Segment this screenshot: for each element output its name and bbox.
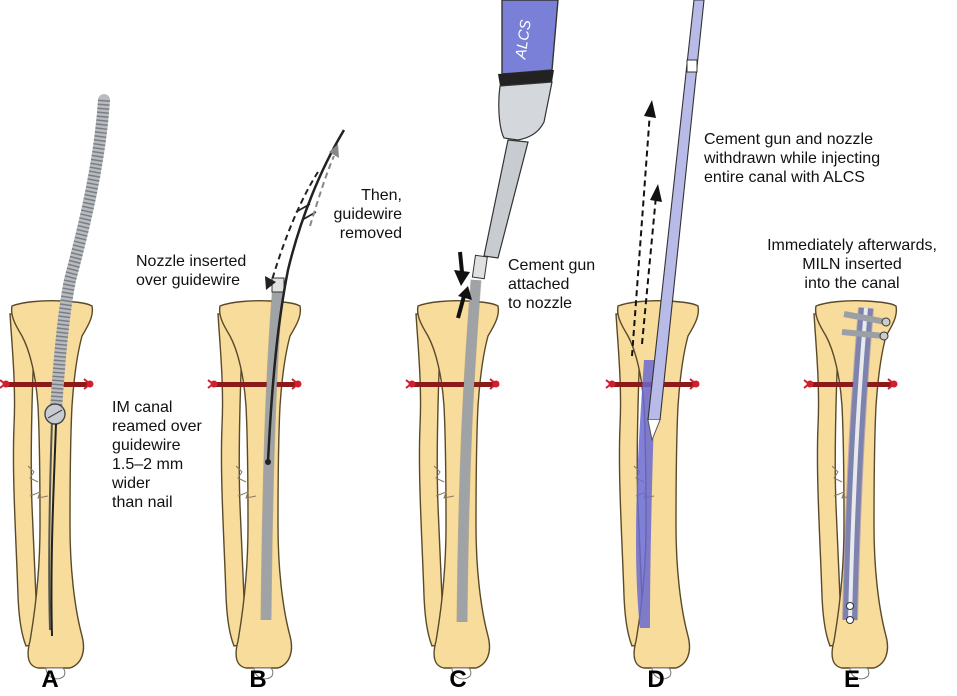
panel-a (0, 100, 104, 679)
caption-d: Cement gun and nozzle withdrawn while in… (704, 130, 880, 187)
panel-label-b: B (238, 666, 278, 694)
proximal-screw-2 (842, 332, 884, 336)
attach-arrow-down (460, 252, 462, 272)
caption-c: Cement gun attached to nozzle (508, 256, 595, 313)
panel-label-a: A (30, 666, 70, 694)
panel-label-c: C (438, 666, 478, 694)
panel-label-e: E (832, 666, 872, 694)
insert-arrow (272, 172, 318, 280)
caption-a: IM canal reamed over guidewire 1.5–2 mm … (112, 398, 202, 512)
panel-d (606, 0, 704, 679)
distal-hole-1 (847, 603, 854, 610)
cement-gun: ALCS (472, 0, 558, 279)
distal-hole-2 (847, 617, 854, 624)
panel-b (208, 130, 344, 679)
caption-b-nozzle: Nozzle inserted over guidewire (136, 252, 246, 290)
caption-e: Immediately afterwards, MILN inserted in… (752, 236, 952, 293)
panel-e (804, 301, 898, 679)
panel-c: ALCS (406, 0, 558, 679)
panel-label-d: D (636, 666, 676, 694)
caption-b-removed: Then, guidewire removed (328, 186, 402, 243)
